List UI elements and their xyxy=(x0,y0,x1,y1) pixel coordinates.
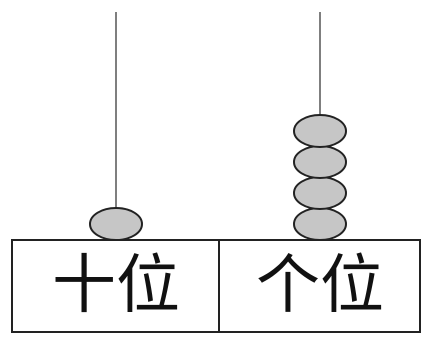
ones-column xyxy=(293,12,347,241)
ones-place-label: 个位 xyxy=(256,249,384,323)
tens-beads xyxy=(89,207,143,241)
ones-beads xyxy=(293,114,347,241)
tens-column xyxy=(89,12,143,241)
tens-place-label: 十位 xyxy=(52,249,180,323)
ones-bead xyxy=(293,114,347,148)
tens-bead xyxy=(89,207,143,241)
ones-bead xyxy=(293,145,347,179)
ones-bead xyxy=(293,207,347,241)
tens-label-box xyxy=(11,239,220,333)
ones-bead xyxy=(293,176,347,210)
ones-label-box xyxy=(218,239,421,333)
